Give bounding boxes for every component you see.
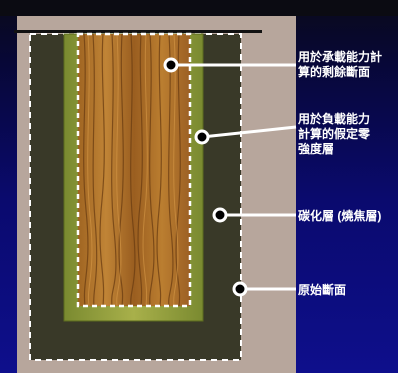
- marker-original: [232, 281, 248, 297]
- label-residual-section: 用於承載能力計 算的剩餘斷面: [298, 50, 383, 79]
- label-char-layer: 碳化層 (燒焦層): [298, 209, 382, 223]
- original-section-outline: [29, 33, 242, 361]
- label-original-section: 原始斷面: [298, 283, 347, 297]
- marker-char-layer: [212, 207, 228, 223]
- wood-grain-light: [87, 33, 179, 307]
- top-dark-band: [0, 0, 398, 16]
- top-bar: [14, 30, 262, 33]
- wood-grain: [83, 33, 181, 307]
- label-zero-strength-layer: 用於負載能力 計算的假定零 強度層: [298, 112, 371, 156]
- marker-residual: [163, 57, 179, 73]
- leader-lines: [171, 63, 297, 291]
- marker-zero-layer: [194, 129, 210, 145]
- residual-section-outline: [76, 32, 192, 308]
